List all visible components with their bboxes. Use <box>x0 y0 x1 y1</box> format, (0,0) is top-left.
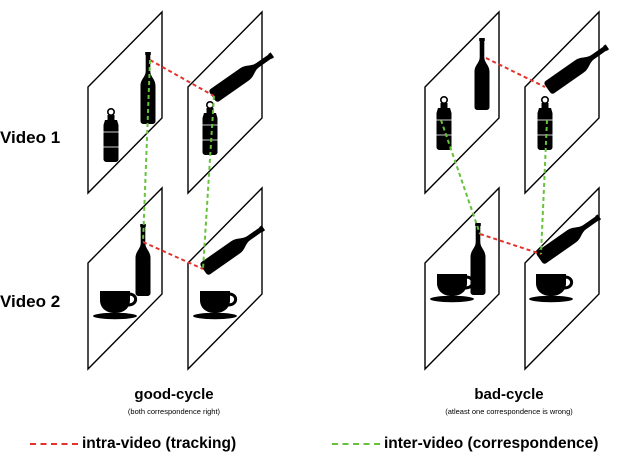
intra-video-link <box>485 57 546 88</box>
video-1-label: Video 1 <box>0 128 61 147</box>
frame-bad-v1-b <box>524 10 600 195</box>
good-cycle-title: good-cycle <box>134 386 214 403</box>
bad-cycle-subtitle: (atleast one correspondence is wrong) <box>445 407 573 416</box>
legend-intra-label: intra-video (tracking) <box>82 435 237 452</box>
bad-cycle-title: bad-cycle <box>474 386 544 403</box>
intra-video-link <box>479 233 542 255</box>
frame-good-v1-b <box>187 10 263 195</box>
good-cycle-panel <box>87 10 277 371</box>
inter-video-link <box>202 95 215 270</box>
legend-inter-video: inter-video (correspondence) <box>332 434 598 454</box>
intra-video-link <box>149 59 215 97</box>
inter-video-line-swatch <box>332 443 380 445</box>
inter-video-link <box>142 59 151 243</box>
bad-cycle-panel <box>424 10 612 371</box>
inter-video-link <box>540 119 548 255</box>
legend-intra-video: intra-video (tracking) <box>30 434 236 454</box>
frame-good-v2-b <box>187 186 263 371</box>
legend-inter-label: inter-video (correspondence) <box>384 435 599 452</box>
frame-good-v2-a <box>87 186 163 371</box>
intra-video-line-swatch <box>30 443 78 445</box>
good-cycle-subtitle: (both correspondence right) <box>127 407 221 416</box>
intra-video-link <box>142 241 204 270</box>
inter-video-link <box>440 119 481 235</box>
video-2-label: Video 2 <box>0 292 61 311</box>
